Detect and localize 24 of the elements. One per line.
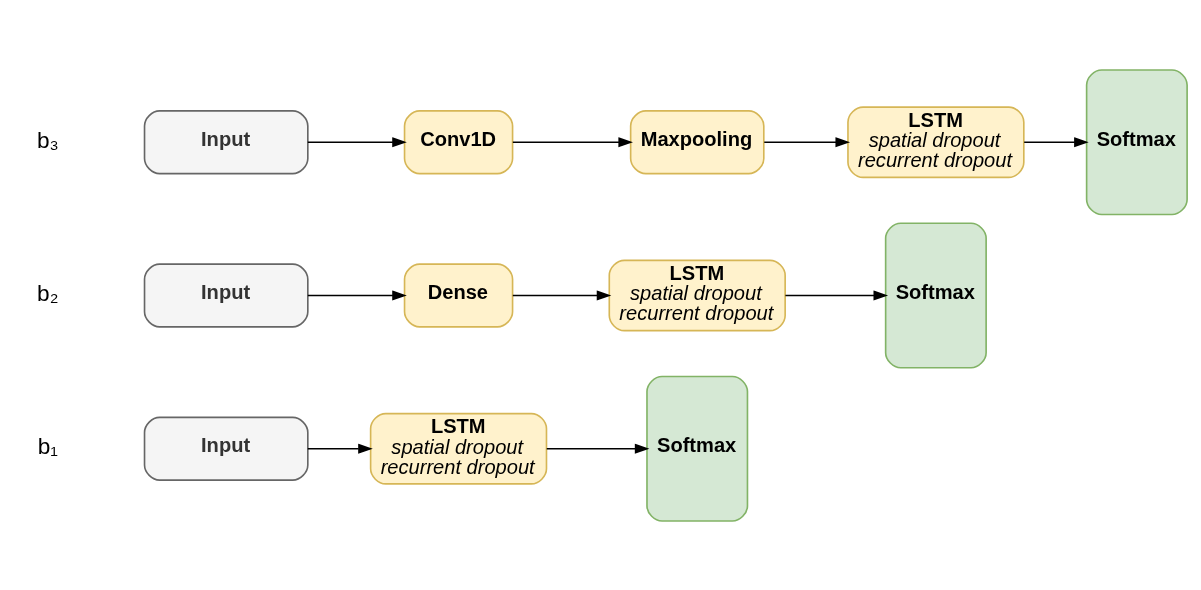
node-box: Dense — [403, 262, 514, 328]
node-box: Conv1D — [403, 109, 514, 174]
node-box: Softmax — [1085, 68, 1188, 215]
label: b₂ — [37, 280, 59, 306]
node-box: Softmax — [646, 375, 749, 522]
node-box: Softmax — [884, 221, 987, 369]
node-box: LSTM spatial dropout recurrent dropout — [847, 105, 1025, 178]
node-box: Input — [143, 109, 309, 174]
arrow — [512, 289, 612, 301]
node-box: Input — [143, 262, 309, 328]
label: b₃ — [36, 127, 59, 153]
node-box: Input — [143, 416, 309, 481]
arrow — [512, 136, 633, 147]
arrow — [1023, 136, 1089, 147]
arrow — [307, 443, 373, 454]
node-box: LSTM spatial dropout recurrent dropout — [369, 412, 548, 485]
label: b₁ — [37, 433, 58, 459]
node-box: LSTM spatial dropout recurrent dropout — [608, 259, 786, 331]
arrow — [307, 289, 407, 301]
arrow — [763, 136, 851, 147]
node-box: Maxpooling — [629, 109, 765, 174]
arrow — [784, 289, 889, 301]
arrow — [545, 443, 650, 454]
arrow — [307, 136, 407, 147]
